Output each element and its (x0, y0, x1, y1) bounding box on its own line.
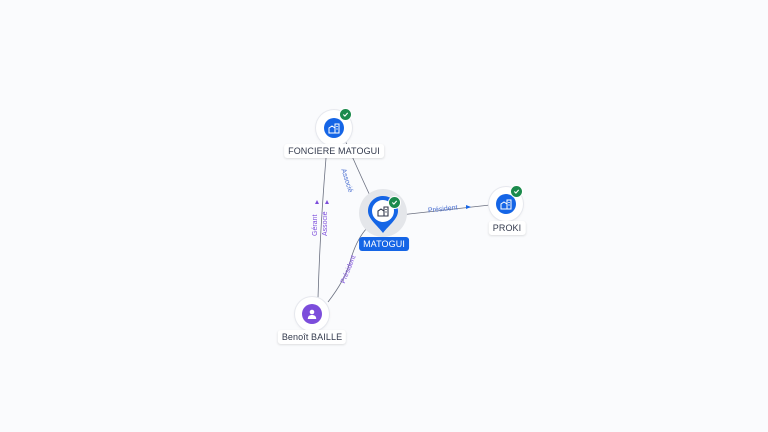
edge-label-gerant: Gérant (312, 214, 319, 236)
edge-matogui-proki[interactable] (399, 204, 491, 216)
node-matogui[interactable] (359, 189, 407, 237)
person-avatar (302, 304, 322, 324)
edge-arrow-icon (466, 205, 471, 209)
checkmark-icon (513, 189, 520, 194)
edge-label-associe-baille: Associé (322, 211, 329, 236)
checkmark-icon (342, 112, 349, 117)
verified-badge (339, 108, 352, 121)
building-icon (328, 123, 340, 134)
node-proki[interactable] (489, 185, 523, 221)
building-icon (377, 206, 389, 217)
verified-badge (510, 185, 523, 198)
company-avatar (496, 194, 516, 214)
node-label-matogui[interactable]: MATOGUI (359, 237, 409, 251)
node-label-benoit-baille[interactable]: Benoît BAILLE (277, 330, 347, 344)
node-benoit-baille[interactable] (295, 297, 329, 331)
node-label-fonciere-matogui[interactable]: FONCIERE MATOGUI (284, 144, 384, 158)
checkmark-icon (391, 200, 398, 205)
edge-baille-fonciere[interactable] (317, 157, 327, 299)
person-icon (307, 309, 317, 319)
verified-badge (388, 196, 401, 209)
company-avatar (324, 118, 344, 138)
building-icon (500, 199, 512, 210)
edge-arrow-icon (325, 200, 329, 204)
node-fonciere-matogui[interactable] (316, 108, 352, 146)
node-label-proki[interactable]: PROKI (488, 221, 526, 235)
edge-baille-matogui[interactable] (327, 227, 368, 303)
edge-arrow-icon (315, 200, 319, 204)
